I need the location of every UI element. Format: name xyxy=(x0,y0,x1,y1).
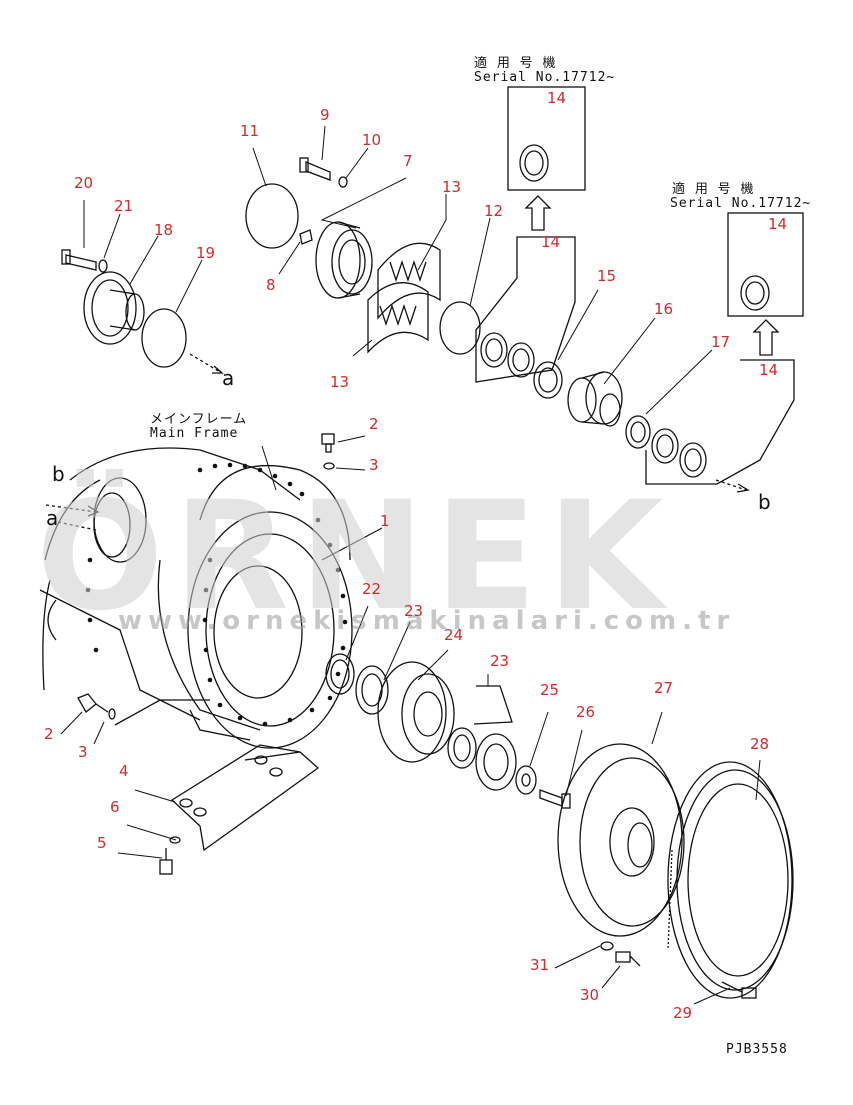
bolt-20 xyxy=(61,249,97,271)
part-num-13-bottom: 13 xyxy=(330,373,350,391)
arrow-label-a-top: a xyxy=(222,366,235,390)
part-num-23-upper: 23 xyxy=(404,602,424,620)
flange-cover-18 xyxy=(83,271,145,345)
part-num-2-top: 2 xyxy=(369,415,379,433)
washer-3-top xyxy=(323,462,335,470)
o-ring-19 xyxy=(141,308,187,368)
part-num-27: 27 xyxy=(654,679,674,697)
seal-22 xyxy=(325,653,355,695)
seal-14c xyxy=(651,428,679,464)
bracket-23-lower xyxy=(473,685,513,725)
washer-6 xyxy=(169,836,181,844)
bolt-2-left xyxy=(77,693,109,713)
part-num-9: 9 xyxy=(320,106,330,124)
part-num-3-top: 3 xyxy=(369,456,379,474)
part-num-20: 20 xyxy=(74,174,94,192)
drawing-code: PJB3558 xyxy=(726,1042,788,1057)
main-frame xyxy=(39,447,353,749)
serial-label-en-2: Serial No.17712~ xyxy=(670,196,812,211)
part-num-22: 22 xyxy=(362,580,382,598)
cage-7 xyxy=(315,221,373,299)
washer-31 xyxy=(600,941,614,951)
sprocket-ring-28 xyxy=(667,761,794,999)
bracket-14-upper xyxy=(475,236,576,383)
part-num-14-lower: 14 xyxy=(759,361,779,379)
seal-17 xyxy=(625,415,651,449)
part-num-30: 30 xyxy=(580,986,600,1004)
part-num-25: 25 xyxy=(540,681,560,699)
part-num-8: 8 xyxy=(266,276,276,294)
part-num-26: 26 xyxy=(576,703,596,721)
part-num-14-box2: 14 xyxy=(768,215,788,233)
part-num-18: 18 xyxy=(154,221,174,239)
hub-27 xyxy=(557,743,685,937)
part-num-23-lower: 23 xyxy=(490,652,510,670)
part-num-11: 11 xyxy=(240,122,260,140)
part-num-2-left: 2 xyxy=(44,725,54,743)
part-num-16: 16 xyxy=(654,300,674,318)
seal-14d xyxy=(679,442,707,478)
part-num-31: 31 xyxy=(530,956,550,974)
bolt-30 xyxy=(615,951,641,967)
part-num-13-top: 13 xyxy=(442,178,462,196)
watermark-url: www.ornekismakinalari.com.tr xyxy=(118,606,736,636)
up-arrow-2 xyxy=(752,319,780,356)
part-num-21: 21 xyxy=(114,197,134,215)
part-num-19: 19 xyxy=(196,244,216,262)
part-num-10: 10 xyxy=(362,131,382,149)
main-frame-label-jp: メインフレーム xyxy=(150,412,248,427)
main-frame-label-en: Main Frame xyxy=(150,426,239,441)
part-num-4: 4 xyxy=(119,762,129,780)
bracket-14-lower xyxy=(645,359,795,485)
part-num-14-box1: 14 xyxy=(547,89,567,107)
serial-box-1 xyxy=(507,86,586,191)
part-num-7: 7 xyxy=(403,152,413,170)
hub-16 xyxy=(567,371,623,427)
part-num-6: 6 xyxy=(110,798,120,816)
washer-3-left xyxy=(108,708,116,720)
mount-bracket-4 xyxy=(170,744,320,852)
seal-14b xyxy=(507,342,535,378)
part-num-5: 5 xyxy=(97,834,107,852)
arrow-label-b-right: b xyxy=(758,490,771,514)
pin-8 xyxy=(299,229,313,245)
part-num-3-left: 3 xyxy=(78,743,88,761)
washer-25 xyxy=(515,765,537,795)
bearing-15 xyxy=(533,361,563,399)
watermark-brand: ÖRNEK xyxy=(36,470,674,644)
part-num-17: 17 xyxy=(711,333,731,351)
serial-box-2 xyxy=(727,212,804,317)
up-arrow-1 xyxy=(524,195,552,231)
bearing-cage-13 xyxy=(367,242,441,354)
part-num-28: 28 xyxy=(750,735,770,753)
part-num-14-upper: 14 xyxy=(541,233,561,251)
bolt-9 xyxy=(299,157,331,181)
bolt-5 xyxy=(159,848,173,875)
bearing-23-lower-a xyxy=(447,727,477,769)
bolt-29 xyxy=(721,981,757,999)
serial-label-jp-2: 適 用 号 機 xyxy=(672,182,755,197)
seal-14-box2 xyxy=(740,275,770,311)
part-num-12: 12 xyxy=(484,202,504,220)
o-ring-11 xyxy=(245,183,299,249)
part-num-24: 24 xyxy=(444,626,464,644)
part-num-15: 15 xyxy=(597,267,617,285)
serial-label-jp-1: 適 用 号 機 xyxy=(474,56,557,71)
arrow-label-b-left: b xyxy=(52,462,65,486)
bolt-2-top xyxy=(321,433,335,453)
arrow-label-a-left: a xyxy=(46,506,59,530)
seal-14-box1 xyxy=(519,144,549,182)
bearing-23-upper xyxy=(355,665,389,715)
carrier-24 xyxy=(377,661,455,763)
part-num-1: 1 xyxy=(380,512,390,530)
washer-10 xyxy=(338,176,348,188)
seal-14a xyxy=(480,332,508,368)
bearing-23-lower-b xyxy=(475,733,517,791)
serial-label-en-1: Serial No.17712~ xyxy=(474,70,616,85)
washer-21 xyxy=(98,259,108,273)
part-num-29: 29 xyxy=(673,1004,693,1022)
o-ring-12 xyxy=(439,301,481,355)
